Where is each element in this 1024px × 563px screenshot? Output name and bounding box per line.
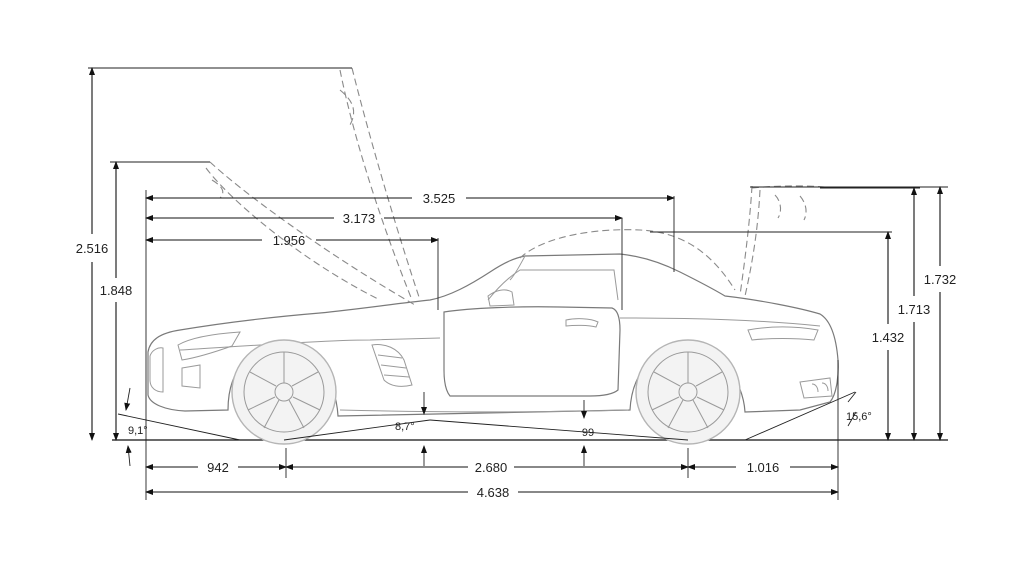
wheelbase-label: 2.680 xyxy=(475,460,508,475)
departure-angle-label: 15,6° xyxy=(846,411,872,423)
dim-1956-label: 1.956 xyxy=(273,233,306,248)
height-1732-label: 1.732 xyxy=(924,272,957,287)
height-1432-label: 1.432 xyxy=(872,330,905,345)
overall-length-label: 4.638 xyxy=(477,485,510,500)
height-2516-label: 2.516 xyxy=(76,241,109,256)
open-hood-dashed xyxy=(205,67,421,306)
front-wheel xyxy=(231,339,337,445)
open-door xyxy=(443,289,621,397)
height-1713-label: 1.713 xyxy=(898,302,931,317)
ramp-angle-label: 8,7° xyxy=(395,421,415,433)
height-1848-label: 1.848 xyxy=(100,283,133,298)
dimension-labels: 3.525 3.173 1.956 942 2.680 1.016 4.638 … xyxy=(76,191,957,500)
front-overhang-label: 942 xyxy=(207,460,229,475)
ground-clearance-label: 99 xyxy=(582,427,594,439)
angle-lines xyxy=(117,387,857,467)
dimension-lines xyxy=(89,67,943,495)
dim-3525-label: 3.525 xyxy=(423,191,456,206)
approach-angle-label: 9,1° xyxy=(128,425,148,437)
dim-3173-label: 3.173 xyxy=(343,211,376,226)
rear-wheel xyxy=(635,339,741,445)
open-roof-dashed xyxy=(519,229,736,291)
open-trunk-dashed xyxy=(739,185,826,297)
rear-overhang-label: 1.016 xyxy=(747,460,780,475)
